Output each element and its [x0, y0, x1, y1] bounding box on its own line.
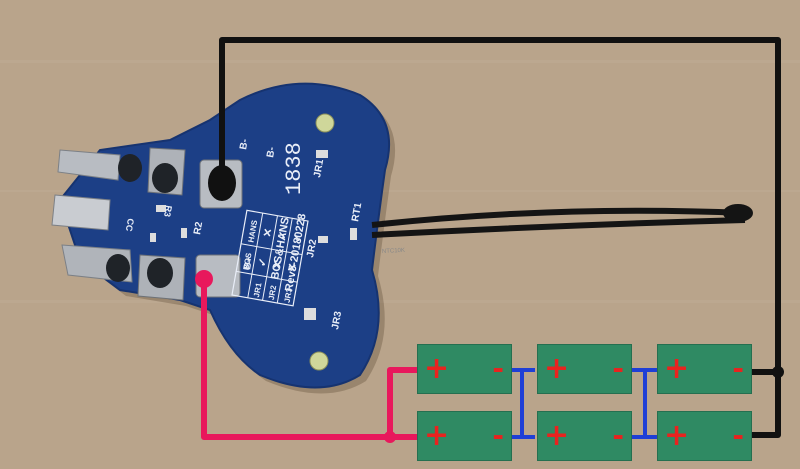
smd-component [350, 228, 357, 240]
battery-cell: + - [537, 411, 632, 461]
solder-joint [106, 254, 130, 282]
digit-code: 1838 [282, 142, 307, 195]
positive-terminal: + [424, 350, 450, 386]
mounting-hole [315, 113, 335, 133]
negative-terminal: - [612, 418, 624, 452]
table-rule [236, 270, 298, 283]
cardboard-texture [0, 60, 800, 63]
negative-terminal: - [732, 351, 744, 385]
positive-terminal: + [664, 350, 690, 386]
thermistor-probe [723, 204, 753, 222]
table-row-label: JR1 [252, 282, 264, 299]
battery-cell: + - [417, 344, 512, 394]
smd-component [181, 228, 187, 238]
series-link-2 [630, 368, 658, 439]
positive-wire [201, 278, 420, 440]
positive-terminal: + [424, 417, 450, 453]
jumper-table: BOS HANS JR1 ✓ ✕ JR2 ✕ ✓ JR3 ✕ ✓ [231, 209, 309, 307]
positive-junction [195, 270, 213, 288]
metal-terminal [51, 194, 111, 231]
jr3-label: JR3 [330, 310, 344, 330]
series-link-1 [509, 368, 535, 439]
solder-joint [118, 154, 142, 182]
table-cell: ✕ [286, 262, 299, 273]
cardboard-texture [0, 190, 800, 192]
mounting-hole [309, 351, 329, 371]
negative-terminal: - [732, 418, 744, 452]
table-rule [262, 215, 278, 301]
positive-terminal: + [664, 417, 690, 453]
negative-junction [772, 366, 784, 378]
battery-cell: + - [417, 411, 512, 461]
battery-cell: + - [657, 344, 752, 394]
table-row-label: JR3 [283, 287, 295, 304]
negative-terminal: - [492, 418, 504, 452]
table-header-bos: BOS [242, 252, 254, 271]
table-rule [247, 212, 264, 298]
smd-component [318, 236, 328, 243]
smd-component [150, 233, 156, 242]
cable-print: NTC10K [382, 248, 405, 255]
positive-junction [384, 431, 396, 443]
b-plus-label: B+ [242, 256, 255, 271]
table-cell: ✓ [291, 232, 304, 243]
table-cell: ✓ [276, 230, 289, 241]
solder-joint [147, 258, 173, 288]
jr1-label: JR1 [312, 158, 326, 178]
battery-cell: + - [657, 411, 752, 461]
negative-terminal: - [612, 351, 624, 385]
rt1-label: RT1 [350, 202, 364, 223]
table-rule [276, 218, 293, 304]
thermistor-cable [371, 207, 746, 228]
table-cell: ✓ [256, 257, 269, 268]
r3-label: R3 [162, 205, 174, 218]
table-rule [240, 243, 303, 256]
positive-terminal: + [544, 350, 570, 386]
r2-label: R2 [192, 221, 205, 236]
b-minus-label: B- [238, 138, 251, 150]
thermistor-cable [371, 217, 746, 238]
smd-component [310, 308, 316, 320]
jr2-label: JR2 [305, 238, 319, 258]
positive-terminal: + [544, 417, 570, 453]
table-cell: ✕ [271, 259, 284, 270]
table-header-hans: HANS [246, 219, 259, 244]
metal-terminal [57, 149, 121, 181]
negative-terminal: - [492, 351, 504, 385]
cc-label: CC [124, 218, 136, 233]
b-minus-label-2: B- [265, 146, 278, 158]
smd-component [316, 150, 328, 158]
smd-component [156, 205, 166, 212]
smd-component [304, 308, 310, 320]
battery-cell: + - [537, 344, 632, 394]
table-cell: ✕ [262, 227, 275, 238]
solder-joint [152, 163, 178, 193]
negative-wire [219, 37, 781, 438]
table-row-label: JR2 [267, 284, 279, 301]
cardboard-texture [0, 300, 800, 303]
